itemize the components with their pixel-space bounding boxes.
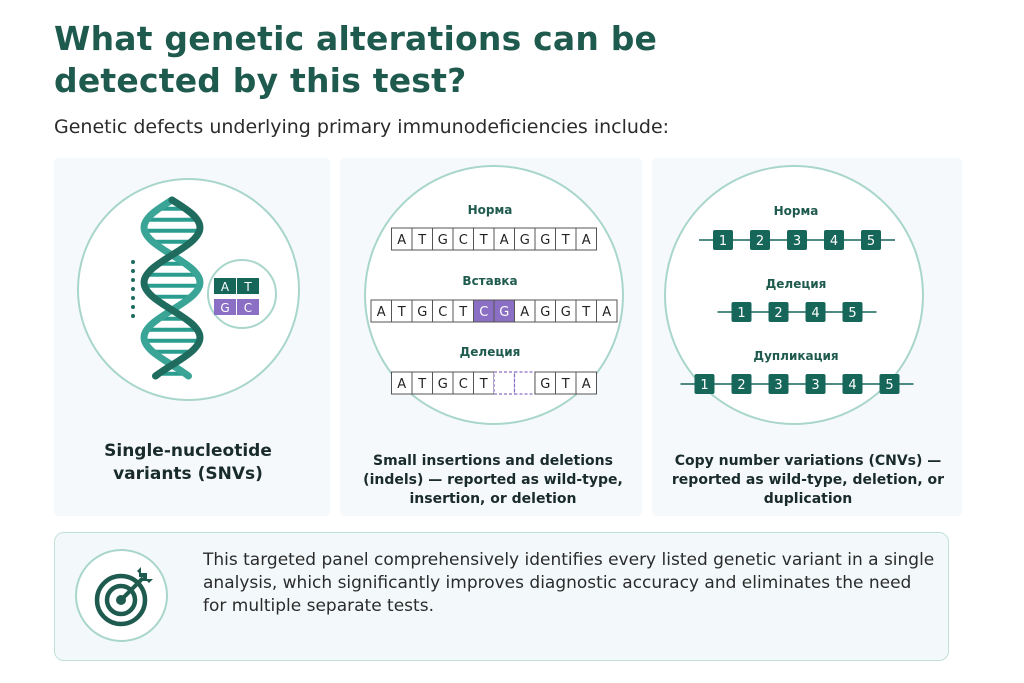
cnv-segment-label: 2 xyxy=(737,378,745,393)
cnv-segment xyxy=(768,374,789,394)
cnv-segment-label: 4 xyxy=(811,306,819,321)
deleted-base-cell xyxy=(513,371,536,395)
cnv-segment xyxy=(787,230,807,250)
cnv-segment-label: 5 xyxy=(885,378,893,393)
target-icon xyxy=(94,567,153,627)
cnv-segment-label: 5 xyxy=(867,234,875,249)
cnv-segment xyxy=(713,230,733,250)
cnv-segment-label: 5 xyxy=(848,306,856,321)
indels-caption: Small insertions and deletions (indels) … xyxy=(363,453,623,507)
base-pair-top-left: A xyxy=(221,280,230,294)
cnv-segment-label: 3 xyxy=(774,378,782,393)
snv-caption: Single-nucleotide variants (SNVs) xyxy=(104,441,272,484)
base-pair-top: A T xyxy=(214,278,259,294)
base-letter: G xyxy=(438,377,448,392)
base-pair-top-right: T xyxy=(243,280,252,294)
cnv-segment-label: 3 xyxy=(811,378,819,393)
cnv-segment xyxy=(842,302,863,322)
cnv-segment xyxy=(824,230,844,250)
base-letter: A xyxy=(397,377,406,392)
base-letter: T xyxy=(458,305,467,320)
deleted-base-cell xyxy=(493,371,516,395)
base-letter: G xyxy=(540,305,550,320)
base-cell xyxy=(596,299,618,323)
base-letter: A xyxy=(397,233,406,248)
base-letter: G xyxy=(438,233,448,248)
cnv-segment-label: 3 xyxy=(793,234,801,249)
page-subtitle: Genetic defects underlying primary immun… xyxy=(54,116,670,138)
base-letter: T xyxy=(417,233,426,248)
base-letter: T xyxy=(417,377,426,392)
cnv-segment xyxy=(805,302,826,322)
base-letter: A xyxy=(377,305,386,320)
dotted-line-icon xyxy=(131,260,135,318)
cnv-caption: Copy number variations (CNVs) — reported… xyxy=(671,453,945,507)
cnv-row-label: Норма xyxy=(774,204,819,218)
cnv-segment xyxy=(731,374,752,394)
base-letter: G xyxy=(417,305,427,320)
cnv-segment xyxy=(842,374,863,394)
dna-helix-icon xyxy=(140,196,204,380)
base-letter: G xyxy=(499,305,509,320)
base-letter: A xyxy=(520,305,529,320)
page-title: What genetic alterations can be detected… xyxy=(54,19,658,100)
base-pair-bottom-left: G xyxy=(220,301,229,315)
indel-row-label: Вставка xyxy=(462,274,517,288)
cnv-segment xyxy=(750,230,770,250)
cnv-segment xyxy=(879,374,900,394)
summary-text: This targeted panel comprehensively iden… xyxy=(203,550,935,616)
base-letter: A xyxy=(500,233,509,248)
cnv-segment-label: 1 xyxy=(737,306,745,321)
indel-row-label: Делеция xyxy=(460,345,521,359)
base-letter: T xyxy=(479,233,488,248)
cnv-segment xyxy=(861,230,881,250)
summary-box xyxy=(54,532,949,661)
base-letter: C xyxy=(459,233,468,248)
base-pair-bottom-right: C xyxy=(244,301,252,315)
base-letter: G xyxy=(540,233,550,248)
base-letter: T xyxy=(561,377,570,392)
cnv-row-label: Дупликация xyxy=(753,349,838,363)
cnv-segment-label: 2 xyxy=(774,306,782,321)
cnv-segment-label: 2 xyxy=(756,234,764,249)
base-cell xyxy=(575,227,597,251)
cnv-segment-label: 1 xyxy=(700,378,708,393)
base-letter: C xyxy=(479,305,488,320)
base-letter: T xyxy=(397,305,406,320)
cnv-row-label: Делеция xyxy=(766,277,827,291)
base-letter: T xyxy=(479,377,488,392)
base-pair-bottom: G C xyxy=(214,299,259,315)
cnv-segment xyxy=(805,374,826,394)
base-letter: G xyxy=(540,377,550,392)
base-letter: C xyxy=(459,377,468,392)
base-letter: A xyxy=(582,377,591,392)
target-icon-circle xyxy=(75,549,168,642)
cnv-segment xyxy=(731,302,752,322)
cnv-segment xyxy=(768,302,789,322)
cnv-segment-label: 4 xyxy=(848,378,856,393)
base-cell xyxy=(575,371,597,395)
base-letter: A xyxy=(582,233,591,248)
indel-row-label: Норма xyxy=(468,203,513,217)
base-letter: G xyxy=(520,233,530,248)
base-letter: C xyxy=(438,305,447,320)
base-letter: A xyxy=(602,305,611,320)
cnv-segment xyxy=(694,374,715,394)
cnv-segment-label: 4 xyxy=(830,234,838,249)
cnv-segment-label: 1 xyxy=(719,234,727,249)
base-letter: G xyxy=(561,305,571,320)
base-letter: T xyxy=(561,233,570,248)
base-letter: T xyxy=(581,305,590,320)
